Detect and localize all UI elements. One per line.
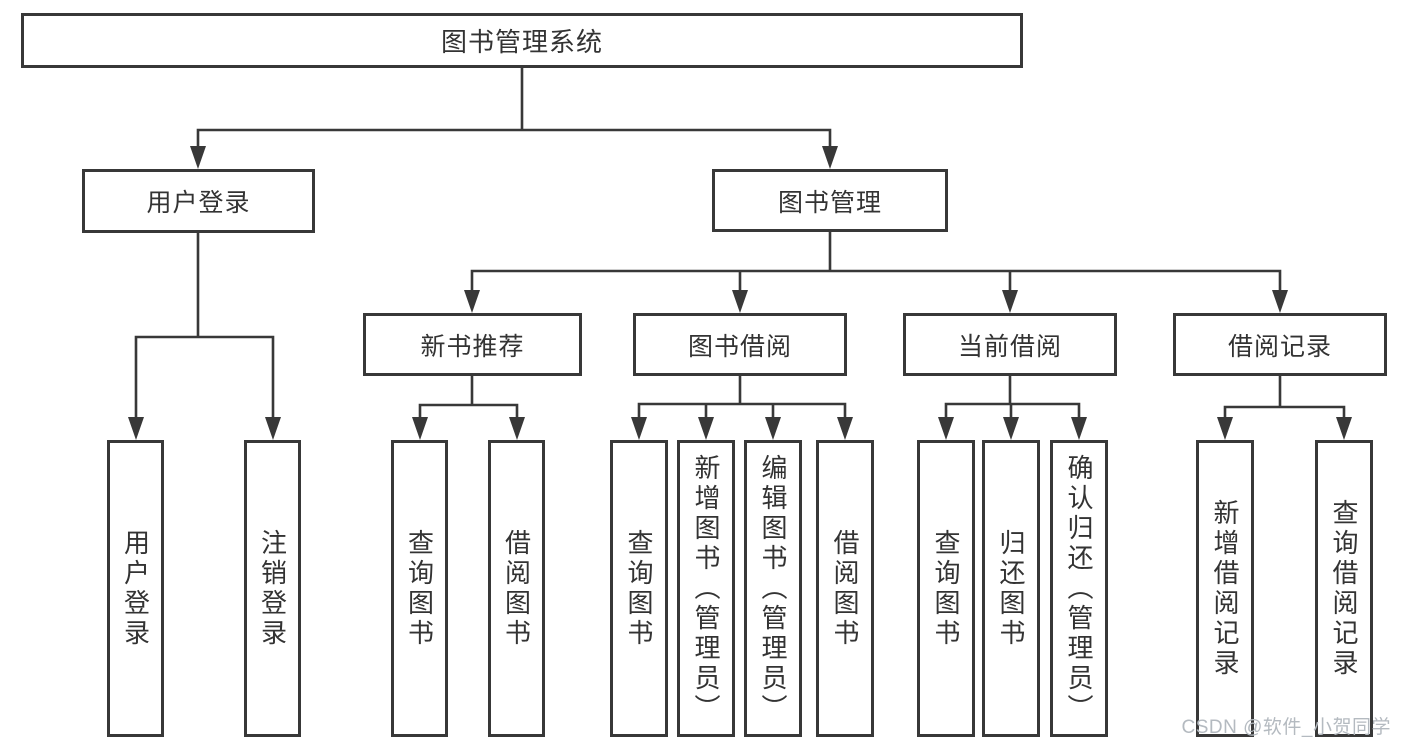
arrow-down-icon (265, 417, 281, 440)
leaf-borrow-book-borrowing: 借阅图书 (816, 440, 874, 737)
leaf-return-book-label: 归还图书 (996, 528, 1026, 649)
arrow-down-icon (1272, 290, 1288, 313)
node-new-book-recommendation-label: 新书推荐 (420, 332, 525, 361)
arrow-down-icon (1002, 290, 1018, 313)
leaf-query-book-borrowing: 查询图书 (610, 440, 668, 737)
connector-newbookrec-to-leaves (418, 374, 519, 424)
node-current-borrowing: 当前借阅 (903, 313, 1117, 376)
leaf-query-borrow-record-label: 查询借阅记录 (1329, 498, 1359, 679)
node-book-management-label: 图书管理 (777, 188, 882, 217)
node-book-borrowing-label: 图书借阅 (687, 332, 792, 361)
node-book-management: 图书管理 (712, 169, 948, 232)
leaf-query-book-current: 查询图书 (917, 440, 975, 737)
arrow-down-icon (1217, 417, 1233, 440)
leaf-query-book-label: 查询图书 (931, 528, 961, 649)
arrow-down-icon (837, 417, 853, 440)
leaf-add-borrow-record-label: 新增借阅记录 (1210, 498, 1240, 679)
leaf-user-login: 用户登录 (107, 440, 164, 737)
leaf-add-book-admin-label: 新增图书（管理员） (691, 453, 721, 724)
connector-userlogin-to-leaves (134, 231, 275, 424)
connector-borrowrecords-to-leaves (1223, 374, 1346, 424)
arrow-down-icon (1336, 417, 1352, 440)
arrow-down-icon (190, 146, 206, 169)
leaf-return-book: 归还图书 (982, 440, 1040, 737)
leaf-query-book-label: 查询图书 (404, 528, 435, 649)
leaf-borrow-book-recommendation: 借阅图书 (488, 440, 545, 737)
arrow-down-icon (938, 417, 954, 440)
node-user-login: 用户登录 (82, 169, 315, 233)
leaf-query-borrow-record: 查询借阅记录 (1315, 440, 1373, 737)
arrow-down-icon (698, 417, 714, 440)
node-user-login-label: 用户登录 (146, 189, 251, 217)
leaf-borrow-book-label: 借阅图书 (830, 528, 860, 649)
connector-root-to-level2 (196, 66, 832, 154)
leaf-logout-label: 注销登录 (257, 528, 288, 649)
leaf-logout: 注销登录 (244, 440, 301, 737)
node-borrowing-records-label: 借阅记录 (1227, 332, 1332, 361)
leaf-query-book-recommendation: 查询图书 (391, 440, 448, 737)
connector-bookmgmt-to-level3 (470, 230, 1282, 297)
leaf-edit-book-admin: 编辑图书（管理员） (744, 440, 802, 737)
arrow-down-icon (631, 417, 647, 440)
leaf-edit-book-admin-label: 编辑图书（管理员） (758, 453, 788, 724)
arrow-down-icon (1003, 417, 1019, 440)
leaf-user-login-label: 用户登录 (120, 528, 151, 649)
leaf-add-book-admin: 新增图书（管理员） (677, 440, 735, 737)
connector-bookborrow-to-leaves (637, 374, 847, 424)
arrow-down-icon (1071, 417, 1087, 440)
node-current-borrowing-label: 当前借阅 (957, 332, 1062, 361)
leaf-confirm-return-admin: 确认归还（管理员） (1050, 440, 1108, 737)
node-borrowing-records: 借阅记录 (1173, 313, 1387, 376)
csdn-watermark: CSDN @软件_小贺同学 (1181, 717, 1391, 738)
arrow-down-icon (509, 417, 525, 440)
arrow-down-icon (732, 290, 748, 313)
leaf-confirm-return-admin-label: 确认归还（管理员） (1064, 453, 1094, 724)
connector-currentborrow-to-leaves (944, 374, 1081, 424)
arrow-down-icon (412, 417, 428, 440)
leaf-borrow-book-label: 借阅图书 (501, 528, 532, 649)
arrow-down-icon (822, 146, 838, 169)
leaf-add-borrow-record: 新增借阅记录 (1196, 440, 1254, 737)
node-new-book-recommendation: 新书推荐 (363, 313, 582, 376)
arrow-down-icon (765, 417, 781, 440)
arrow-down-icon (128, 417, 144, 440)
arrow-down-icon (464, 290, 480, 313)
node-book-borrowing: 图书借阅 (633, 313, 847, 376)
node-root-label: 图书管理系统 (440, 27, 603, 57)
leaf-query-book-label: 查询图书 (624, 528, 654, 649)
node-root: 图书管理系统 (21, 13, 1023, 68)
